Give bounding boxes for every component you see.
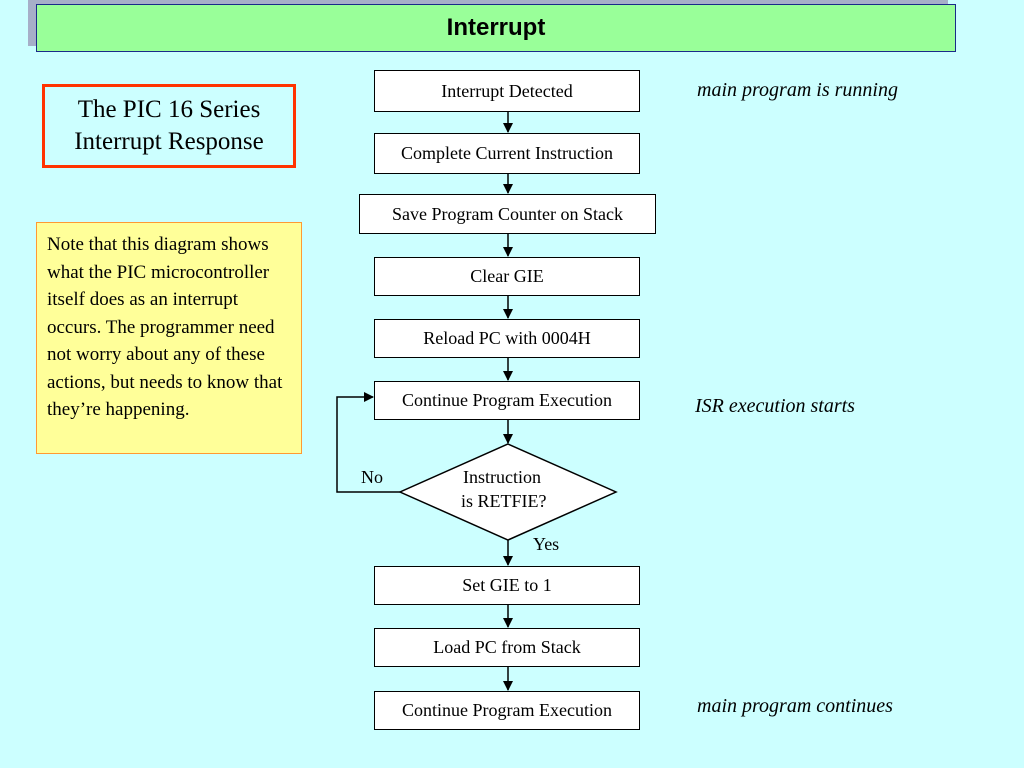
title-bar: Interrupt (36, 4, 956, 52)
step-continue-execution: Continue Program Execution (374, 381, 640, 420)
side-title-line2: Interrupt Response (74, 128, 264, 155)
step-save-pc-label: Save Program Counter on Stack (392, 203, 623, 224)
note-text: Note that this diagram shows what the PI… (47, 234, 283, 420)
step-clear-gie: Clear GIE (374, 257, 640, 296)
step-complete-instruction: Complete Current Instruction (374, 133, 640, 174)
step-complete-instruction-label: Complete Current Instruction (401, 143, 613, 163)
step-load-pc-stack-label: Load PC from Stack (433, 637, 581, 657)
step-set-gie-label: Set GIE to 1 (462, 575, 552, 595)
step-interrupt-detected: Interrupt Detected (374, 70, 640, 112)
step-load-pc-stack: Load PC from Stack (374, 628, 640, 667)
annotation-running: main program is running (697, 79, 898, 101)
no-loop-arrow (336, 392, 400, 493)
step-reload-pc: Reload PC with 0004H (374, 319, 640, 358)
step-continue-execution-final-label: Continue Program Execution (402, 700, 612, 720)
yes-label: Yes (533, 534, 560, 554)
step-interrupt-detected-label: Interrupt Detected (441, 80, 573, 101)
no-label: No (361, 467, 383, 487)
annotation-continues: main program continues (697, 695, 893, 717)
step-reload-pc-label: Reload PC with 0004H (423, 328, 591, 348)
side-title-line1: The PIC 16 Series (77, 96, 261, 123)
page-title: Interrupt (446, 14, 546, 41)
decision-label-line1: Instruction (463, 467, 541, 487)
decision-label-line2: is RETFIE? (461, 491, 547, 511)
step-save-pc: Save Program Counter on Stack (359, 194, 656, 234)
step-continue-execution-final: Continue Program Execution (374, 691, 640, 730)
step-clear-gie-label: Clear GIE (470, 266, 544, 286)
annotation-isr: ISR execution starts (695, 395, 855, 417)
step-set-gie: Set GIE to 1 (374, 566, 640, 605)
step-continue-execution-label: Continue Program Execution (402, 390, 612, 410)
note-box: Note that this diagram shows what the PI… (36, 222, 302, 454)
side-title-box: The PIC 16 Series Interrupt Response (42, 84, 296, 168)
